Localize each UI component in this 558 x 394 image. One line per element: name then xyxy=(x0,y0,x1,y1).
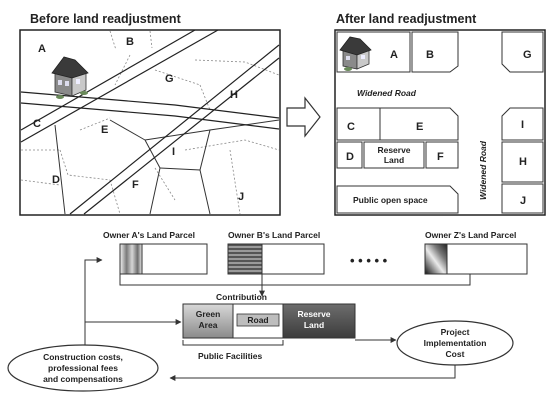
after-parcel-F: F xyxy=(437,151,444,163)
widened-road-horizontal: Widened Road xyxy=(357,88,417,98)
property-lines xyxy=(54,119,280,215)
project-cost-line3: Cost xyxy=(446,349,465,359)
after-parcel-A: A xyxy=(390,49,398,61)
after-parcel-E: E xyxy=(416,121,423,133)
after-parcel-I: I xyxy=(521,119,524,131)
flow-arrows xyxy=(84,257,456,381)
owner-b-label: Owner B's Land Parcel xyxy=(228,230,320,240)
project-cost-node xyxy=(396,320,514,366)
contribution-bar xyxy=(182,303,356,339)
construction-costs-line3: and compensations xyxy=(43,374,123,384)
public-facilities-label: Public Facilities xyxy=(198,351,263,361)
before-parcel-G: G xyxy=(165,73,174,85)
before-parcel-C: C xyxy=(33,118,41,130)
before-title: Before land readjustment xyxy=(30,12,182,26)
construction-costs-line2: professional fees xyxy=(48,363,118,373)
construction-costs-node xyxy=(7,344,159,392)
before-parcel-D: D xyxy=(52,174,60,186)
before-parcel-A: A xyxy=(38,43,46,55)
contribution-label: Contribution xyxy=(216,292,267,302)
after-parcel-H: H xyxy=(519,156,527,168)
owner-z-parcel xyxy=(424,243,528,275)
before-parcel-E: E xyxy=(101,124,108,136)
after-block-B xyxy=(411,31,459,73)
owner-b-parcel xyxy=(227,243,325,275)
before-parcel-H: H xyxy=(230,89,238,101)
parcel-boundaries xyxy=(20,30,280,215)
ellipsis: • • • • • xyxy=(350,253,388,268)
after-parcel-C: C xyxy=(347,121,355,133)
owner-a-label: Owner A's Land Parcel xyxy=(103,230,195,240)
after-block-F xyxy=(425,141,459,169)
after-parcel-G: G xyxy=(523,49,532,61)
public-open-space: Public open space xyxy=(353,195,428,205)
house-icon xyxy=(339,36,372,71)
before-parcel-F: F xyxy=(132,179,139,191)
after-block-H xyxy=(501,141,544,183)
transform-arrow xyxy=(286,96,321,138)
owner-a-parcel xyxy=(119,243,208,275)
construction-costs-line1: Construction costs, xyxy=(43,352,123,362)
after-reserve-land-line2: Land xyxy=(384,155,404,165)
after-parcel-J: J xyxy=(520,195,526,207)
project-cost-line2: Implementation xyxy=(424,338,487,348)
widened-road-vertical: Widened Road xyxy=(478,140,488,200)
after-block-open-space xyxy=(336,185,459,214)
after-block-CE xyxy=(336,107,459,141)
green-area-line2: Area xyxy=(199,320,218,330)
after-map: A B G Widened Road C E I H D Reserve Lan… xyxy=(334,29,546,216)
house-icon xyxy=(51,56,89,99)
after-block-G xyxy=(501,31,544,73)
after-block-I xyxy=(501,107,544,141)
project-cost-line1: Project xyxy=(441,327,470,337)
before-map: A B G H C E I D F J xyxy=(19,29,281,216)
after-reserve-land-line1: Reserve xyxy=(377,145,410,155)
after-title: After land readjustment xyxy=(336,12,477,26)
before-parcel-I: I xyxy=(172,146,175,158)
after-parcel-B: B xyxy=(426,49,434,61)
after-block-reserve xyxy=(363,141,425,169)
public-facilities-bracket xyxy=(182,340,284,346)
before-parcel-B: B xyxy=(126,36,134,48)
reserve-land-line2: Land xyxy=(304,320,324,330)
after-block-D xyxy=(336,141,363,169)
reserve-land-line1: Reserve xyxy=(297,309,330,319)
before-parcel-J: J xyxy=(238,191,244,203)
green-area-line1: Green xyxy=(196,309,221,319)
after-parcel-D: D xyxy=(346,151,354,163)
road-label: Road xyxy=(247,315,268,325)
owner-z-label: Owner Z's Land Parcel xyxy=(425,230,516,240)
contribution-connectors xyxy=(119,274,471,297)
after-block-J xyxy=(501,183,544,214)
